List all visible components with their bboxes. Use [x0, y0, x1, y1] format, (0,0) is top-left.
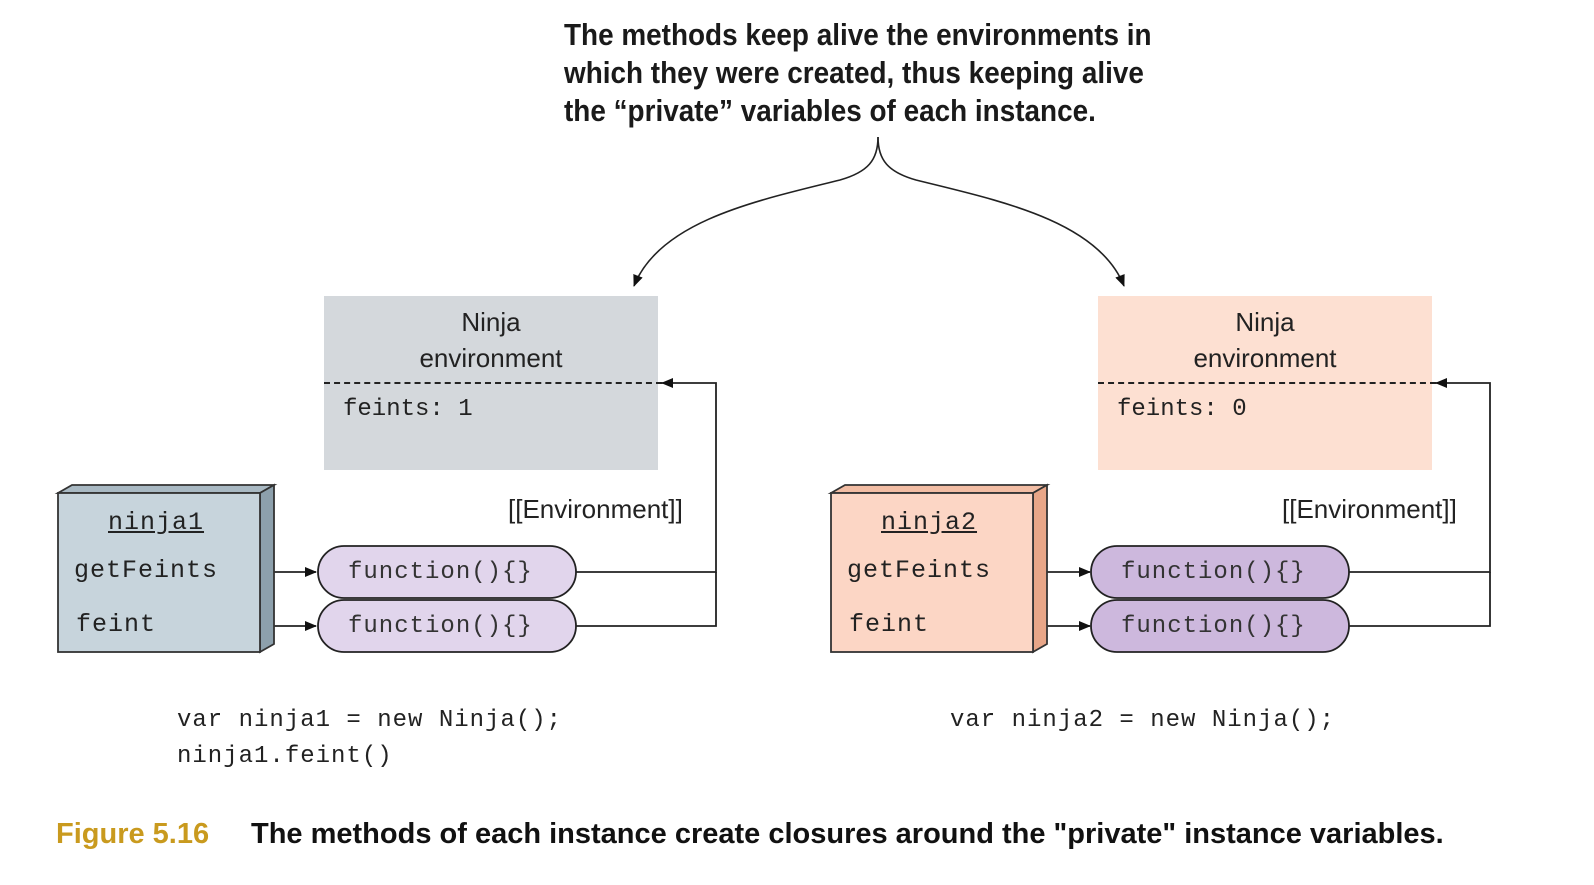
function-label-2: function(){} [348, 613, 533, 640]
env-divider-2 [1098, 382, 1436, 384]
object-prop-feint-1: feint [76, 610, 157, 639]
code-left-line2: ninja1.feint() [177, 743, 393, 770]
env-link-right-2 [1348, 572, 1491, 627]
object-prop-getfeints-1: getFeints [74, 556, 219, 585]
brace-right-curve [877, 136, 1125, 287]
env-title-line1: Ninja [1235, 307, 1295, 337]
function-pill-2 [317, 599, 577, 653]
figure-caption: The methods of each instance create clos… [251, 818, 1444, 850]
function-pill-3 [1090, 545, 1350, 599]
env-title-line1: Ninja [461, 307, 521, 337]
object-prop-feint-2: feint [849, 610, 930, 639]
environment-label-1: [[Environment]] [508, 494, 683, 524]
object-name-2: ninja2 [881, 508, 978, 537]
code-right-line1: var ninja2 = new Ninja(); [950, 707, 1336, 734]
env-variable-1: feints: 1 [343, 396, 473, 423]
env-link-left-2 [576, 572, 717, 627]
env-link-right [1348, 378, 1491, 573]
function-label-3: function(){} [1121, 559, 1306, 586]
function-pill-4 [1090, 599, 1350, 653]
function-label-1: function(){} [348, 559, 533, 586]
environment-label-2: [[Environment]] [1282, 494, 1457, 524]
brace-left-curve [633, 136, 879, 287]
object-name-1: ninja1 [108, 508, 205, 537]
figure-number: Figure 5.16 [56, 818, 210, 850]
env-link-left [576, 378, 717, 573]
env-title-line2: environment [419, 343, 563, 373]
object-prop-getfeints-2: getFeints [847, 556, 992, 585]
function-label-4: function(){} [1121, 613, 1306, 640]
env-variable-2: feints: 0 [1117, 396, 1247, 423]
callout-line: the “private” variables of each instance… [564, 93, 1096, 128]
env-title-line2: environment [1193, 343, 1337, 373]
callout-text: The methods keep alive the environments … [564, 16, 1194, 130]
object-box-ninja2 [827, 483, 1051, 654]
callout-line: The methods keep alive the environments … [564, 17, 1152, 52]
object-box-ninja1 [54, 483, 278, 654]
code-left-line1: var ninja1 = new Ninja(); [177, 707, 563, 734]
callout-line: which they were created, thus keeping al… [564, 55, 1144, 90]
env-divider-1 [324, 382, 662, 384]
function-pill-1 [317, 545, 577, 599]
